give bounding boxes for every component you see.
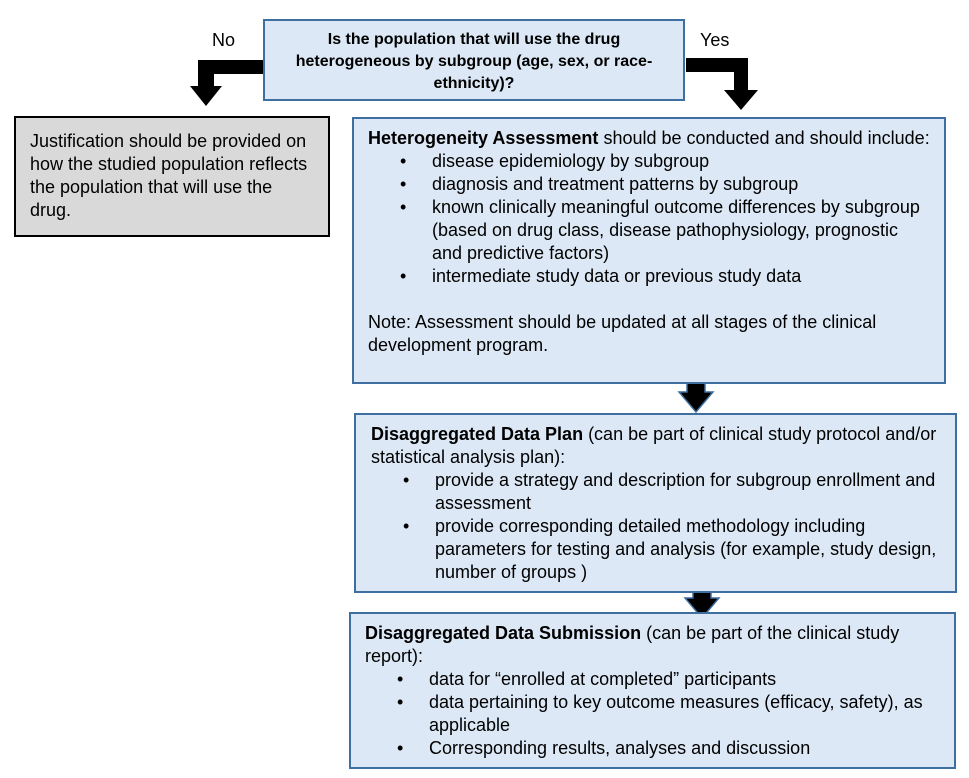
- list-item: known clinically meaningful outcome diff…: [368, 196, 930, 265]
- data-plan-intro: (can be part of clinical study protocol …: [371, 424, 937, 467]
- data-submission-list: data for “enrolled at completed” partici…: [365, 668, 940, 760]
- list-item: disease epidemiology by subgroup: [368, 150, 930, 173]
- data-submission-intro: (can be part of the clinical study repor…: [365, 623, 900, 666]
- list-item: provide corresponding detailed methodolo…: [371, 515, 941, 584]
- list-item: intermediate study data or previous stud…: [368, 265, 930, 288]
- list-item: data for “enrolled at completed” partici…: [365, 668, 940, 691]
- justification-box: Justification should be provided on how …: [14, 116, 330, 237]
- heterogeneity-box: Heterogeneity Assessment should be condu…: [352, 117, 946, 384]
- decision-box: Is the population that will use the drug…: [263, 19, 685, 101]
- list-item: Corresponding results, analyses and disc…: [365, 737, 940, 760]
- heterogeneity-intro: should be conducted and should include:: [598, 128, 930, 148]
- data-submission-header: Disaggregated Data Submission (can be pa…: [365, 622, 940, 668]
- heterogeneity-header: Heterogeneity Assessment should be condu…: [368, 127, 930, 150]
- heterogeneity-list: disease epidemiology by subgroup diagnos…: [368, 150, 930, 288]
- data-plan-box: Disaggregated Data Plan (can be part of …: [354, 413, 957, 593]
- no-label: No: [212, 30, 236, 50]
- data-submission-title: Disaggregated Data Submission: [365, 623, 642, 643]
- no-arrow: [190, 60, 264, 106]
- heterogeneity-note: Note: Assessment should be updated at al…: [368, 312, 877, 355]
- decision-question: Is the population that will use the drug…: [295, 31, 653, 92]
- data-plan-list: provide a strategy and description for s…: [371, 469, 941, 584]
- list-item: provide a strategy and description for s…: [371, 469, 941, 515]
- list-item: diagnosis and treatment patterns by subg…: [368, 173, 930, 196]
- yes-arrow: [686, 58, 758, 110]
- data-plan-header: Disaggregated Data Plan (can be part of …: [371, 423, 941, 469]
- justification-text: Justification should be provided on how …: [30, 131, 308, 220]
- list-item: data pertaining to key outcome measures …: [365, 691, 940, 737]
- data-submission-box: Disaggregated Data Submission (can be pa…: [349, 612, 956, 769]
- yes-label: Yes: [700, 30, 730, 50]
- heterogeneity-title: Heterogeneity Assessment: [368, 128, 599, 148]
- data-plan-title: Disaggregated Data Plan: [371, 424, 584, 444]
